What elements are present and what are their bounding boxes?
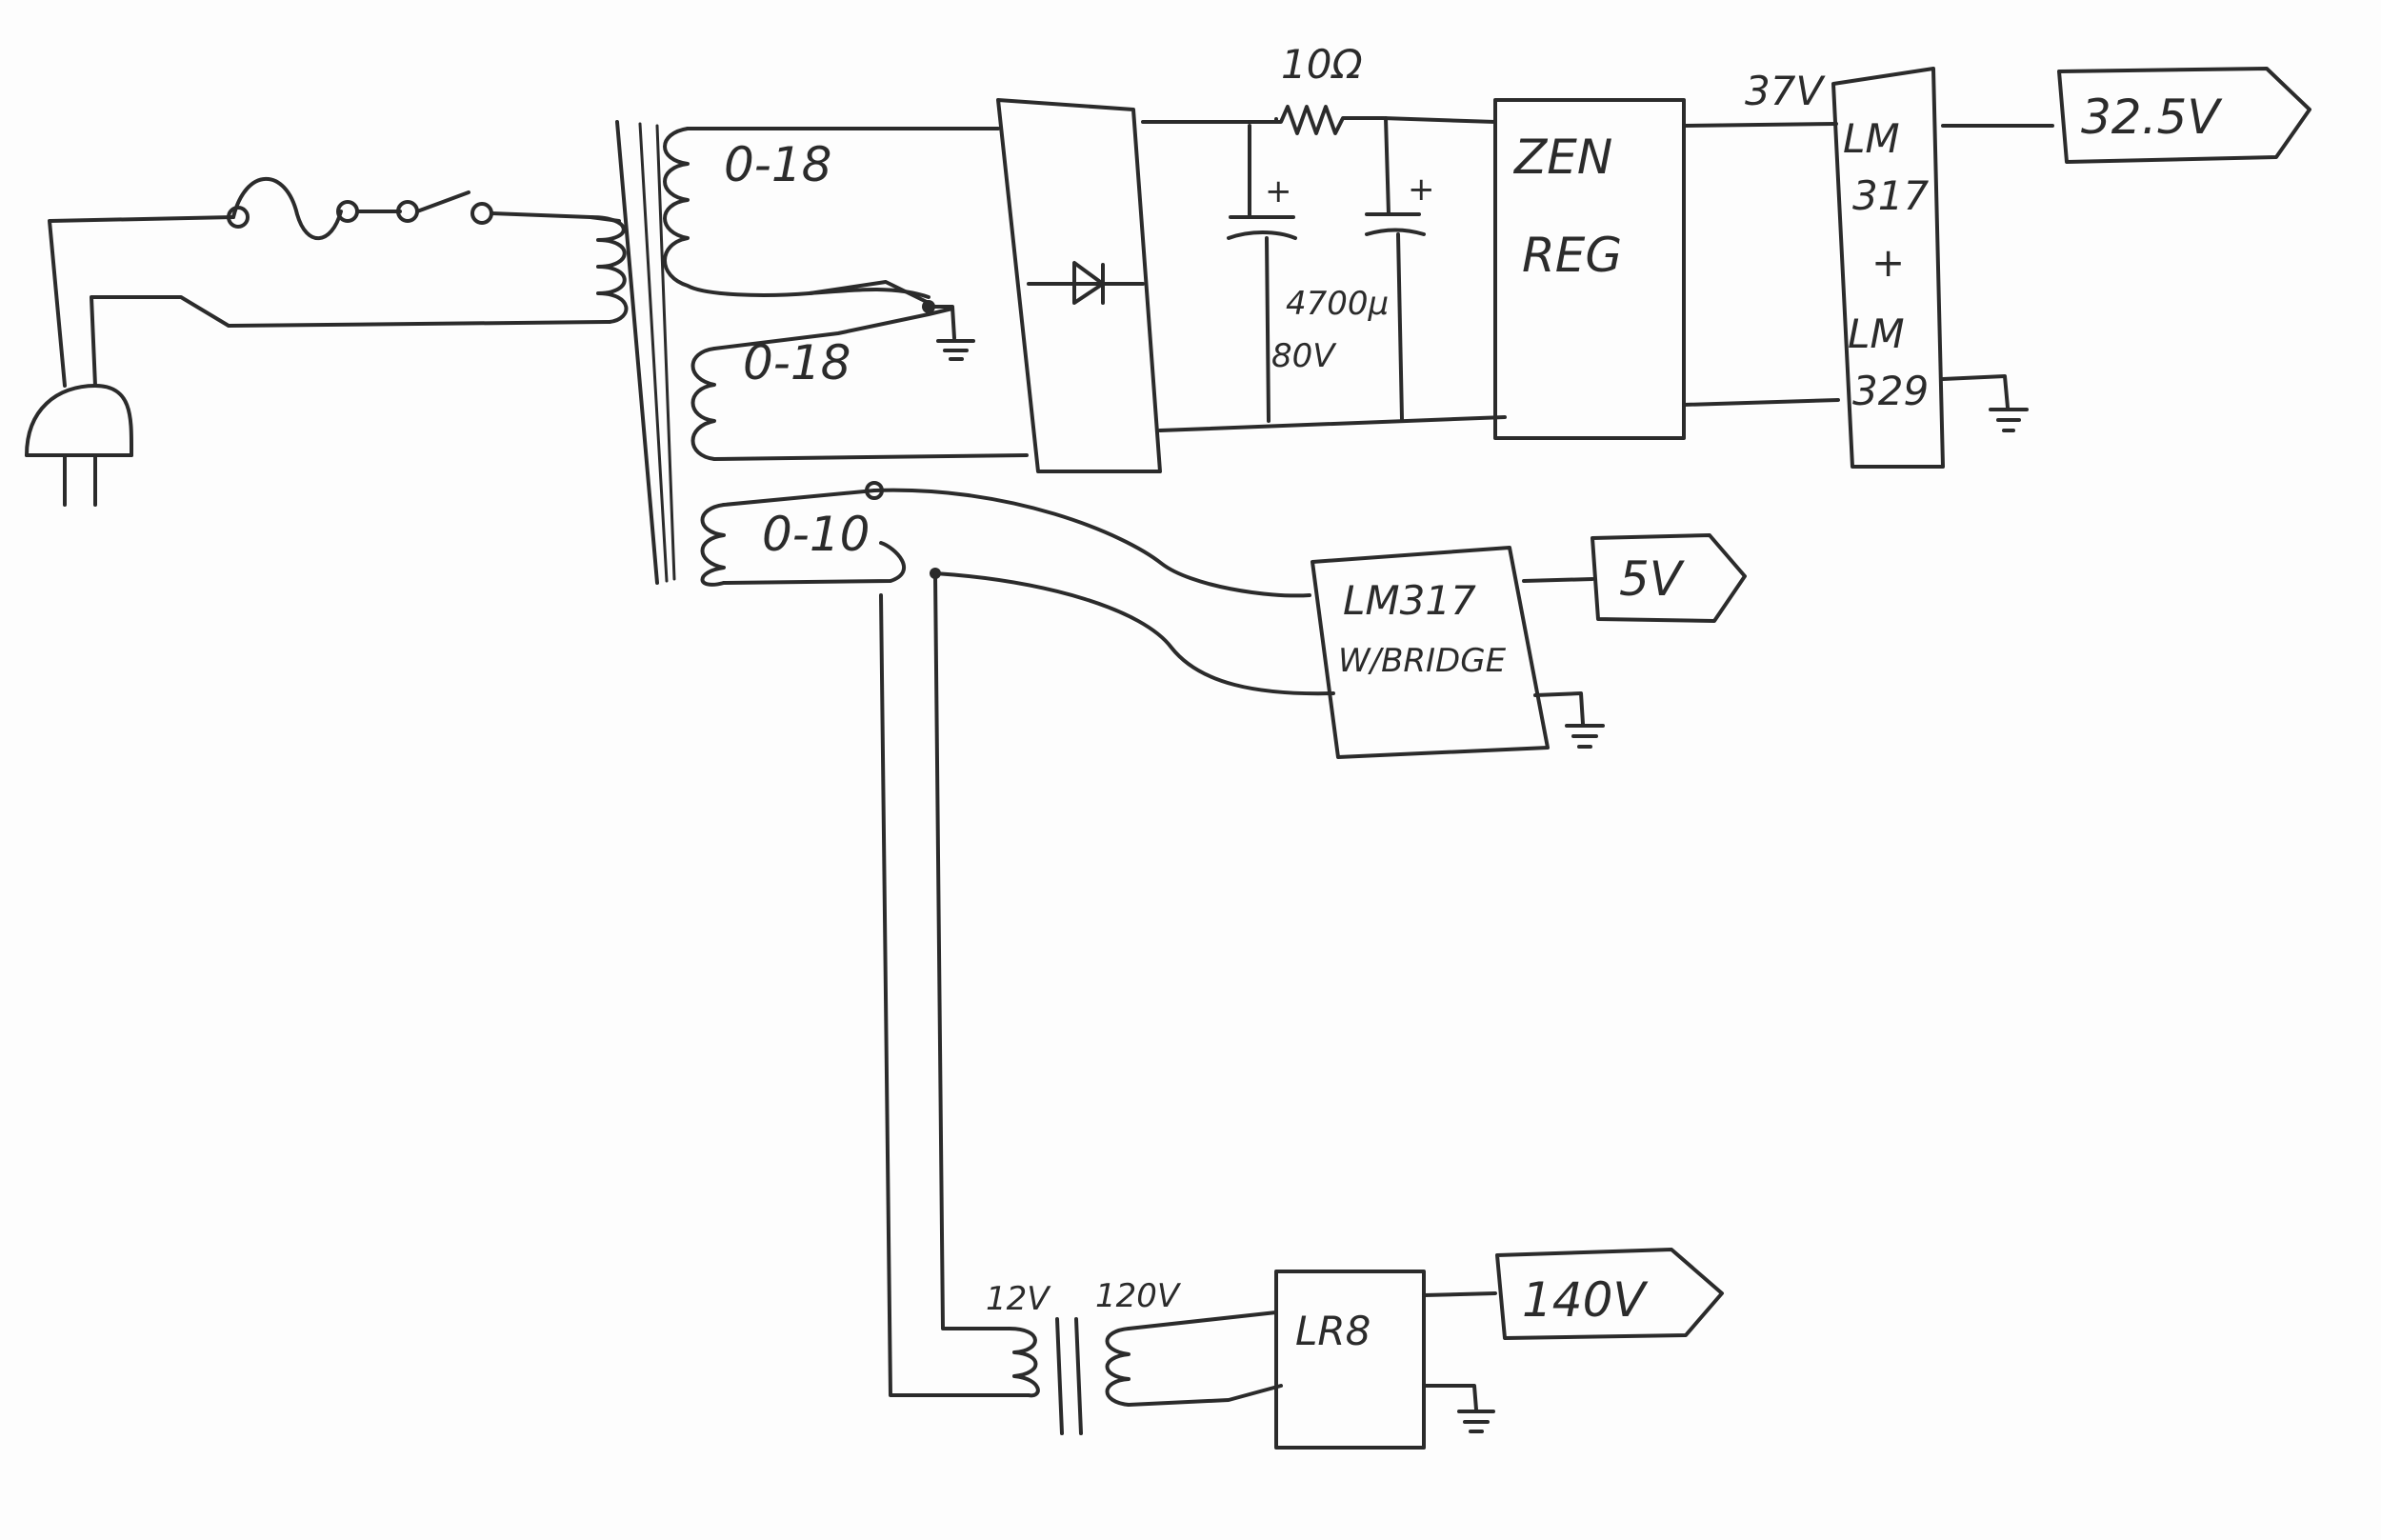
ground-icon xyxy=(933,305,975,361)
ground-icon xyxy=(1457,1410,1495,1433)
transformer-2-secondary-coil-icon xyxy=(1105,1327,1130,1407)
lm317-bridge-label-line2: W/BRIDGE xyxy=(1338,642,1507,680)
power-switch-icon xyxy=(396,190,493,225)
diode-icon xyxy=(1027,261,1145,305)
center-tap-node-icon xyxy=(922,300,935,313)
transformer-2-primary-coil-icon xyxy=(1008,1327,1040,1398)
secondary-winding-3-coil-icon xyxy=(700,503,726,587)
zen-label: ZEN xyxy=(1512,130,1612,185)
lm317-bridge-block xyxy=(1311,546,1550,759)
winding-1-label: 0-18 xyxy=(724,137,831,192)
transformer-2-core-icon xyxy=(1055,1317,1083,1435)
resistor-label: 10Ω xyxy=(1281,41,1363,88)
output-5v-label: 5V xyxy=(1619,551,1686,607)
reg-label: REG xyxy=(1522,228,1622,283)
lm329-number-label: 329 xyxy=(1852,368,1929,414)
filter-capacitor-1-icon xyxy=(1227,124,1297,423)
lm317-lm329-block xyxy=(1831,67,1945,469)
capacitor-voltage-label: 80V xyxy=(1271,337,1337,375)
plus-label: + xyxy=(1871,239,1905,286)
output-32-5v-label: 32.5V xyxy=(2081,90,2223,145)
ground-icon xyxy=(1565,724,1605,749)
resistor-icon xyxy=(1248,105,1385,135)
winding-3-label: 0-10 xyxy=(762,507,870,562)
transformer-2-primary-label: 12V xyxy=(986,1280,1051,1318)
output-32-5v-flag-icon xyxy=(2057,67,2311,164)
filter-capacitor-2-icon xyxy=(1365,116,1426,421)
zen-reg-block xyxy=(1493,98,1686,440)
ground-icon xyxy=(1989,408,2029,432)
transformer-core-icon xyxy=(615,120,676,585)
rectifier-block xyxy=(996,98,1162,473)
transformer-primary-coil-icon xyxy=(589,215,629,324)
transformer-2-secondary-label: 120V xyxy=(1095,1277,1182,1315)
lm329-top-label: LM xyxy=(1848,310,1905,357)
output-5v-flag-icon xyxy=(1591,533,1747,623)
output-140v-label: 140V xyxy=(1522,1272,1649,1328)
lm317-bridge-label-line1: LM317 xyxy=(1343,577,1476,624)
mains-wires xyxy=(48,215,611,388)
mains-plug-icon xyxy=(25,384,134,507)
capacitor-value-label: 4700µ xyxy=(1286,285,1389,323)
lr8-label: LR8 xyxy=(1295,1308,1371,1354)
capacitor-1-plus-label: + xyxy=(1265,172,1292,210)
lm317-top-label: LM xyxy=(1843,115,1900,162)
voltage-37v-label: 37V xyxy=(1745,68,1826,114)
lm317-number-label: 317 xyxy=(1852,172,1929,219)
output-140v-flag-icon xyxy=(1495,1248,1724,1340)
winding-2-label: 0-18 xyxy=(743,335,850,390)
secondary-winding-2-coil-icon xyxy=(690,347,716,461)
fuse-terminal-icon xyxy=(227,206,250,229)
fuse-icon xyxy=(231,177,343,241)
lr8-block xyxy=(1274,1270,1426,1450)
capacitor-2-plus-label: + xyxy=(1408,170,1435,209)
